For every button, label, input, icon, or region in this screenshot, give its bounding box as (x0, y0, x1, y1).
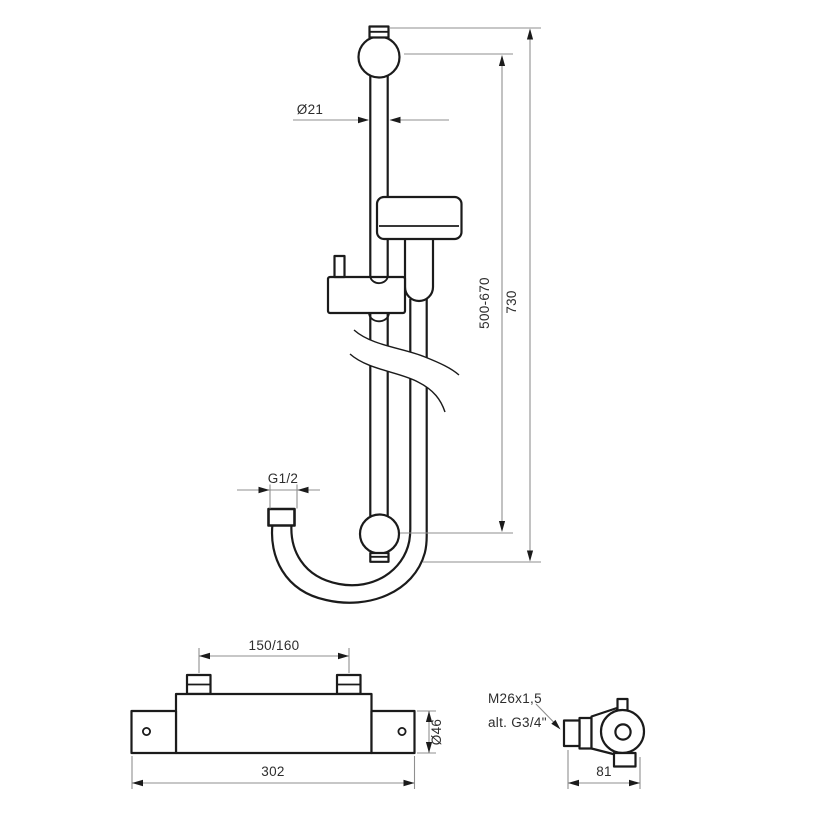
arrowhead (389, 116, 401, 124)
dim-overall-width: 302 (131, 756, 416, 789)
outlet-thread-label: M26x1,5 (488, 691, 542, 706)
arrowhead (568, 779, 579, 787)
arrowhead (199, 652, 210, 660)
annotation-outlet-thread: M26x1,5 alt. G3/4" (488, 691, 561, 730)
arrowhead (358, 116, 369, 124)
arrowhead (403, 779, 415, 787)
outlet-connector-thread (562, 719, 581, 748)
arrowhead (425, 742, 433, 753)
left-screw-hole (141, 727, 151, 737)
arrowhead (132, 779, 143, 787)
slider-bracket-bottom-collar (368, 312, 390, 323)
dim-bracket-range-label: 500-670 (477, 277, 492, 329)
arrowhead (258, 486, 270, 494)
arrowhead (526, 28, 534, 40)
slider-lock-knob (333, 254, 346, 279)
arrowhead (526, 550, 534, 562)
dim-inlet-centres-label: 150/160 (249, 638, 300, 653)
side-center-boss (614, 723, 632, 741)
dim-depth-label: 81 (596, 764, 612, 779)
dim-overall-width-label: 302 (261, 764, 284, 779)
arrowhead (297, 486, 309, 494)
mixer-front-view (130, 673, 416, 755)
left-handle-block (130, 709, 178, 755)
dim-bracket-range: 500-670 (400, 53, 513, 534)
bottom-wall-bracket (358, 513, 401, 555)
arrowhead (498, 55, 506, 66)
arrowhead (425, 711, 433, 722)
dim-rail-diameter: Ø21 (293, 102, 449, 124)
dim-body-diameter: Ø46 (417, 710, 444, 754)
right-screw-hole (397, 727, 407, 737)
mixer-body (174, 692, 373, 755)
dim-inlet-centres: 150/160 (198, 638, 350, 673)
hose-fitting (267, 507, 296, 527)
mixer-side-view (562, 697, 646, 768)
break-line-upper (353, 329, 460, 376)
arrowhead (338, 652, 349, 660)
dim-rail-diameter-label: Ø21 (297, 102, 323, 117)
right-handle-block (370, 709, 416, 755)
dim-body-diameter-label: Ø46 (429, 719, 444, 745)
break-band (350, 330, 459, 412)
arrowhead (629, 779, 640, 787)
leader-line (535, 703, 556, 724)
hose-inner-edge (290, 299, 412, 587)
leader-arrowhead (551, 719, 561, 730)
outlet-connector-collar (578, 716, 593, 750)
dim-total-height: 730 (390, 27, 541, 563)
dim-hose-thread: G1/2 (237, 471, 320, 509)
break-line-lower (349, 353, 446, 413)
dim-hose-thread-label: G1/2 (268, 471, 298, 486)
slider-bracket-top-notch (369, 277, 389, 284)
hand-shower-handle (403, 238, 435, 303)
shower-head (375, 195, 463, 241)
outlet-thread-alt-label: alt. G3/4" (488, 715, 547, 730)
dim-depth: 81 (567, 750, 641, 789)
dim-total-height-label: 730 (504, 290, 519, 313)
slider-bracket (326, 275, 407, 315)
top-wall-bracket (357, 35, 401, 79)
hose-outer-edge (270, 299, 428, 604)
arrowhead (498, 521, 506, 532)
shower-rail-view (267, 25, 463, 604)
side-bottom-outlet (612, 751, 637, 768)
